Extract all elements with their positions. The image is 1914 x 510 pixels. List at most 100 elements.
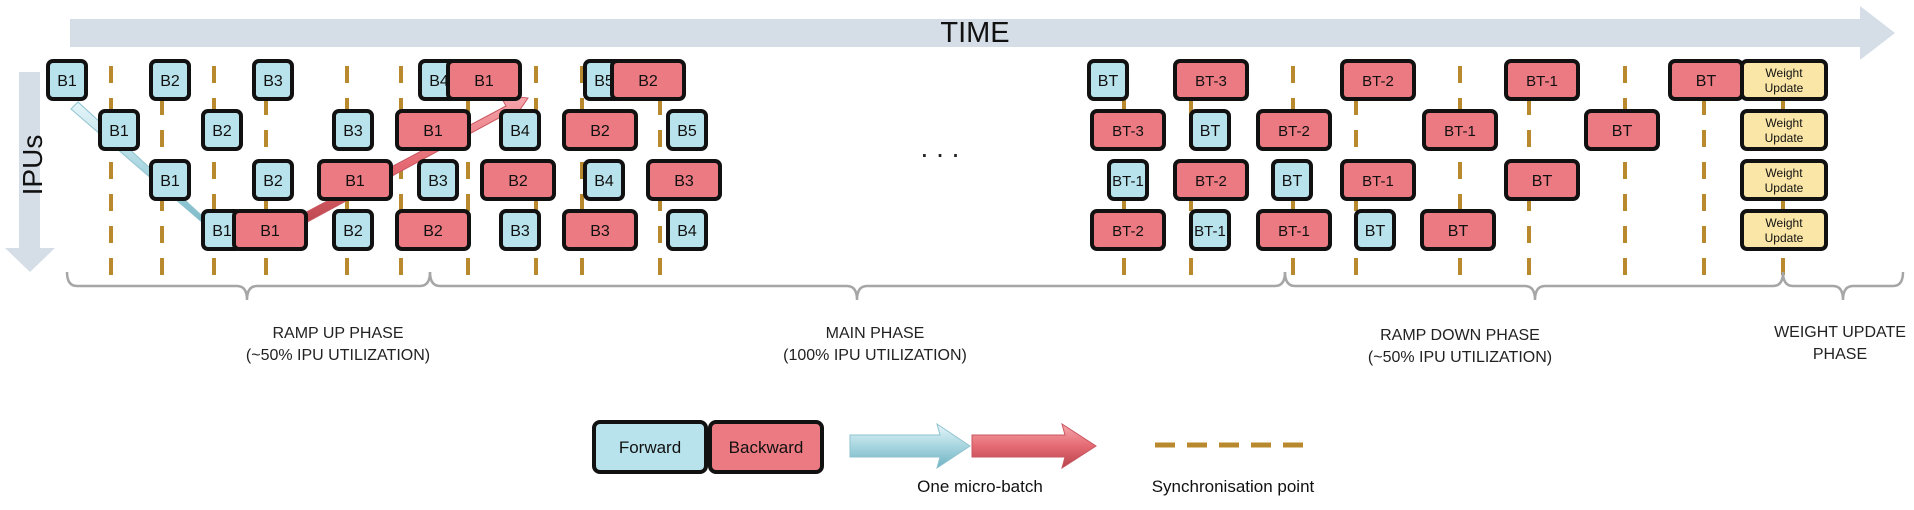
box-label: Update (1765, 231, 1804, 245)
backward-box: B1 (446, 59, 522, 101)
forward-box: B1 (98, 109, 140, 151)
phase-weight-update-name: WEIGHT UPDATE (1774, 324, 1906, 341)
box-shape (446, 59, 522, 101)
box-label: B2 (508, 173, 528, 190)
box-shape (1740, 159, 1828, 201)
box-label: B1 (212, 223, 232, 240)
forward-box: B2 (252, 159, 294, 201)
forward-box: BT (1189, 109, 1231, 151)
backward-box: B1 (232, 209, 308, 251)
box-label: B2 (343, 223, 363, 240)
box-shape (1340, 159, 1416, 201)
backward-box: BT-3 (1090, 109, 1166, 151)
box-label: B1 (109, 123, 129, 140)
backward-box: BT-2 (1173, 159, 1249, 201)
backward-box: BT-2 (1256, 109, 1332, 151)
backward-box: BT-1 (1256, 209, 1332, 251)
forward-box: BT (1087, 59, 1129, 101)
box-label: BT-3 (1195, 73, 1227, 90)
box-shape (1189, 109, 1231, 151)
forward-box: B1 (149, 159, 191, 201)
phase-bracket (65, 271, 432, 301)
box-shape (1256, 209, 1332, 251)
box-label: Weight (1765, 66, 1803, 80)
box-shape (1504, 59, 1580, 101)
forward-box: B3 (332, 109, 374, 151)
backward-box: B2 (480, 159, 556, 201)
backward-box: B2 (395, 209, 471, 251)
box-shape (480, 159, 556, 201)
box-shape (1107, 159, 1149, 201)
box-shape (395, 109, 471, 151)
box-shape (1422, 109, 1498, 151)
box-label: BT (1696, 73, 1717, 90)
box-label: B2 (212, 123, 232, 140)
forward-box: B4 (666, 209, 708, 251)
box-label: B3 (590, 223, 610, 240)
forward-box: B3 (499, 209, 541, 251)
forward-box: B4 (583, 159, 625, 201)
forward-box: BT (1354, 209, 1396, 251)
forward-box: B4 (499, 109, 541, 151)
box-shape (499, 209, 541, 251)
forward-box: B5 (666, 109, 708, 151)
backward-box: BT-2 (1090, 209, 1166, 251)
box-label: B3 (343, 123, 363, 140)
box-shape (417, 159, 459, 201)
box-label: BT-3 (1112, 123, 1144, 140)
backward-box: BT (1420, 209, 1496, 251)
backward-box: BT-2 (1340, 59, 1416, 101)
legend-sync-label: Synchronisation point (1152, 477, 1315, 496)
box-label: Weight (1765, 216, 1803, 230)
box-shape (232, 209, 308, 251)
phase-ramp-up-detail: (~50% IPU UTILIZATION) (246, 347, 430, 364)
phase-ramp-up-name: RAMP UP PHASE (272, 325, 403, 342)
time-label: TIME (940, 17, 1009, 49)
box-label: BT-1 (1194, 223, 1226, 240)
legend-backward-arrow (971, 422, 1097, 470)
box-shape (1173, 159, 1249, 201)
box-shape (46, 59, 88, 101)
forward-box: BT-1 (1107, 159, 1149, 201)
box-label: B2 (423, 223, 443, 240)
backward-box: B3 (562, 209, 638, 251)
forward-box: B2 (201, 109, 243, 151)
forward-box: BT-1 (1189, 209, 1231, 251)
box-shape (666, 109, 708, 151)
box-label: B1 (474, 73, 494, 90)
box-label: B1 (160, 173, 180, 190)
box-shape (149, 59, 191, 101)
box-shape (149, 159, 191, 201)
box-label: B2 (590, 123, 610, 140)
box-label: B4 (429, 73, 449, 90)
box-shape (1504, 159, 1580, 201)
box-label: BT-2 (1195, 173, 1227, 190)
forward-box: BT (1271, 159, 1313, 201)
box-label: BT (1448, 223, 1469, 240)
backward-box: BT (1584, 109, 1660, 151)
box-label: BT (1200, 123, 1221, 140)
box-label: B2 (638, 73, 658, 90)
box-label: B4 (594, 173, 614, 190)
box-label: Update (1765, 81, 1804, 95)
legend-forward-box (592, 420, 708, 474)
phase-weight-update-detail: PHASE (1813, 346, 1867, 363)
legend-forward-arrow (849, 422, 971, 470)
box-shape (1354, 209, 1396, 251)
box-label: BT (1612, 123, 1633, 140)
box-shape (1090, 209, 1166, 251)
box-label: B3 (510, 223, 530, 240)
box-label: BT-1 (1444, 123, 1476, 140)
box-label: B2 (160, 73, 180, 90)
box-shape (499, 109, 541, 151)
backward-box: B1 (317, 159, 393, 201)
box-label: B1 (57, 73, 77, 90)
box-label: B4 (677, 223, 697, 240)
box-shape (1271, 159, 1313, 201)
box-label: B1 (423, 123, 443, 140)
phase-bracket (1283, 271, 1785, 301)
